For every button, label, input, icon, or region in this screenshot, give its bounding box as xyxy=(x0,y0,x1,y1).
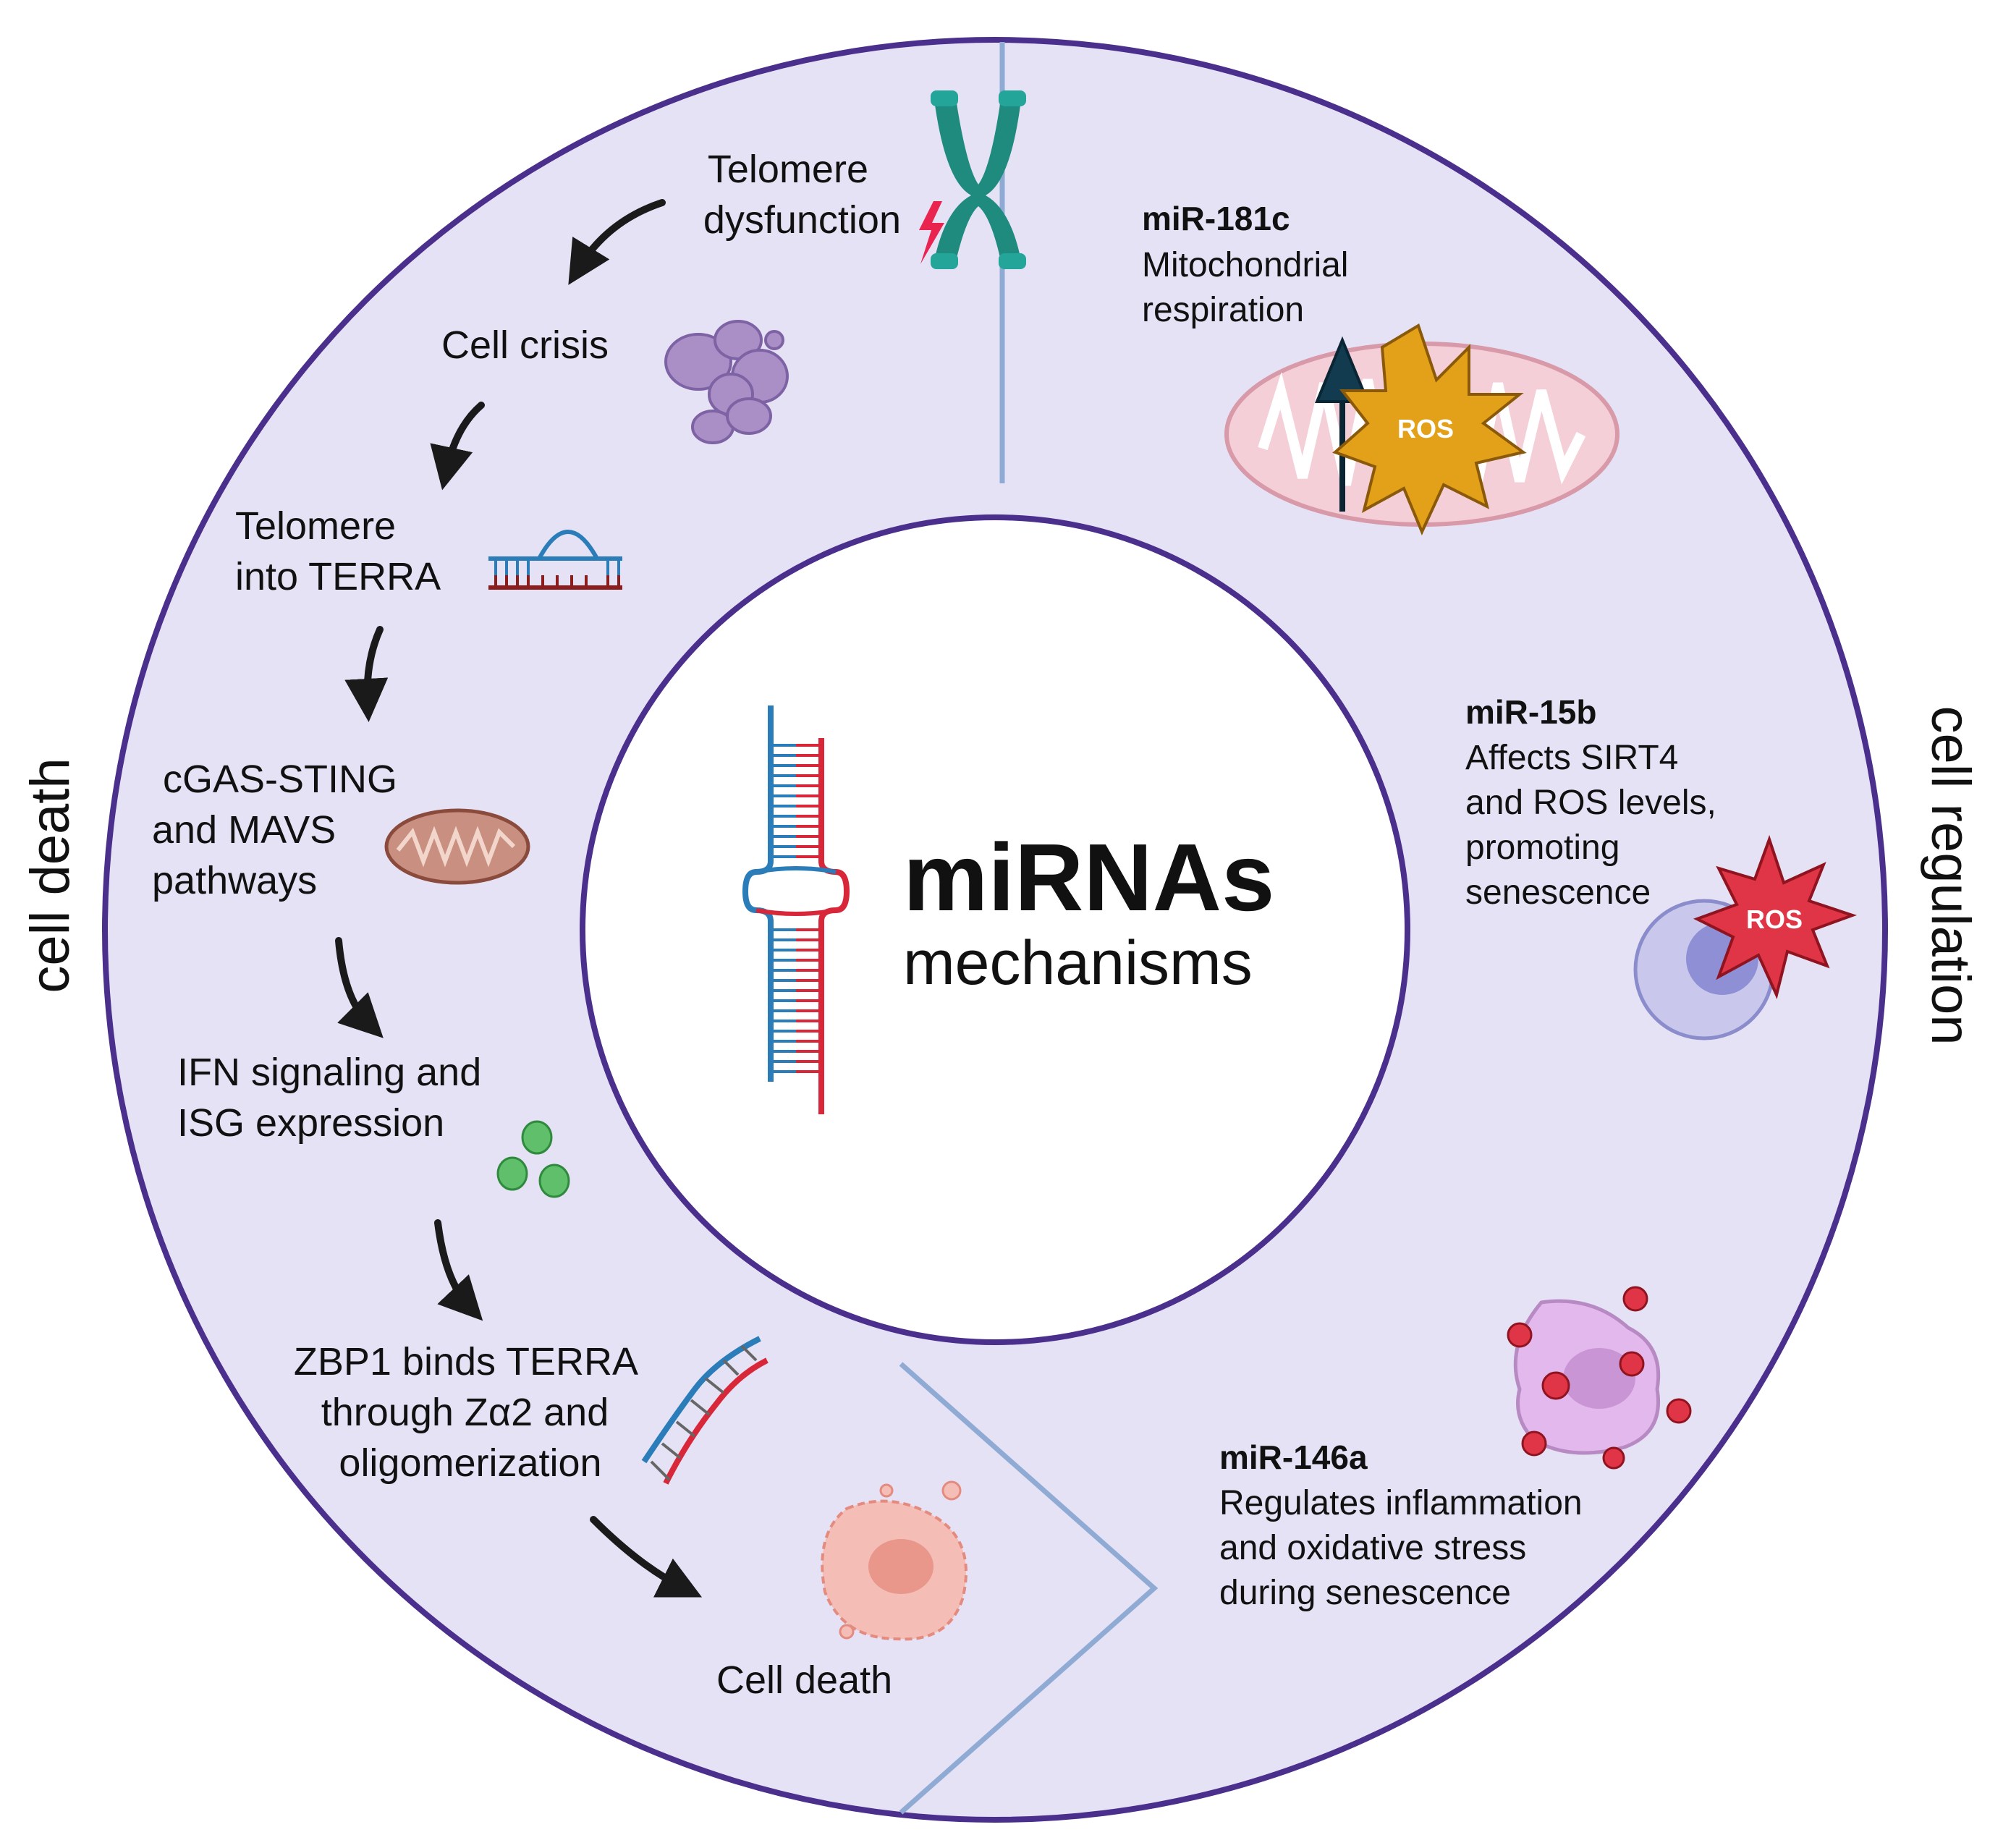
lightning-icon xyxy=(919,201,944,264)
svg-text:ROS: ROS xyxy=(1397,414,1454,444)
mir-181c-name: miR-181c xyxy=(1142,200,1290,237)
mirna-hairpin-icon xyxy=(742,705,850,1114)
step-telomere-into-terra: Telomere into TERRA xyxy=(235,504,441,598)
mitochondrion-ros-icon: ROS xyxy=(1224,323,1619,535)
oxidative-stress-cell-icon xyxy=(1507,1286,1692,1470)
arrow-4 xyxy=(335,937,384,1038)
arrow-3 xyxy=(344,626,389,722)
step-cell-crisis: Cell crisis xyxy=(441,323,609,367)
mir-15b-desc: Affects SIRT4 and ROS levels, promoting … xyxy=(1465,739,1726,912)
step-ifn-signaling: IFN signaling and ISG expression xyxy=(177,1051,492,1145)
chromosome-icon xyxy=(931,90,1026,269)
isg-droplets-icon xyxy=(496,1120,570,1198)
mir-146a-desc: Regulates inflammation and oxidative str… xyxy=(1219,1484,1592,1612)
pathway-arrows xyxy=(335,199,703,1598)
step-zbp1: ZBP1 binds TERRA through Zα2 and oligome… xyxy=(294,1340,647,1485)
arrow-5 xyxy=(434,1219,483,1321)
left-side-label: cell death xyxy=(20,758,81,993)
center-subtitle: mechanisms xyxy=(903,928,1253,998)
arrow-6 xyxy=(590,1516,703,1598)
step-cell-death: Cell death xyxy=(716,1658,892,1702)
mir-146a-name: miR-146a xyxy=(1219,1438,1368,1476)
ros-cell-icon: ROS xyxy=(1633,834,1858,1040)
dying-cell-icon xyxy=(821,1480,968,1641)
mitochondrion-icon xyxy=(384,808,530,885)
mir-15b-name: miR-15b xyxy=(1465,693,1596,731)
arrow-1 xyxy=(568,199,666,285)
ros-burst-icon xyxy=(1332,323,1527,535)
inner-circle xyxy=(580,514,1410,1345)
bottom-divider xyxy=(899,1362,1159,1815)
dna-helix-icon xyxy=(641,1336,769,1485)
arrow-2 xyxy=(430,402,485,491)
mir-181c-desc: Mitochondrial respiration xyxy=(1142,246,1358,329)
center-title: miRNAs xyxy=(903,824,1274,931)
svg-text:ROS: ROS xyxy=(1746,904,1803,934)
terra-rna-icon xyxy=(488,529,622,590)
step-telomere-dysfunction: Telomere dysfunction xyxy=(703,148,901,242)
ros-star-icon xyxy=(1693,834,1858,1000)
increase-arrow-icon xyxy=(1315,336,1370,512)
cell-crisis-icon xyxy=(664,320,789,444)
step-cgas-sting: cGAS-STING and MAVS pathways xyxy=(152,758,408,902)
right-side-label: cell regulation xyxy=(1920,706,1981,1046)
